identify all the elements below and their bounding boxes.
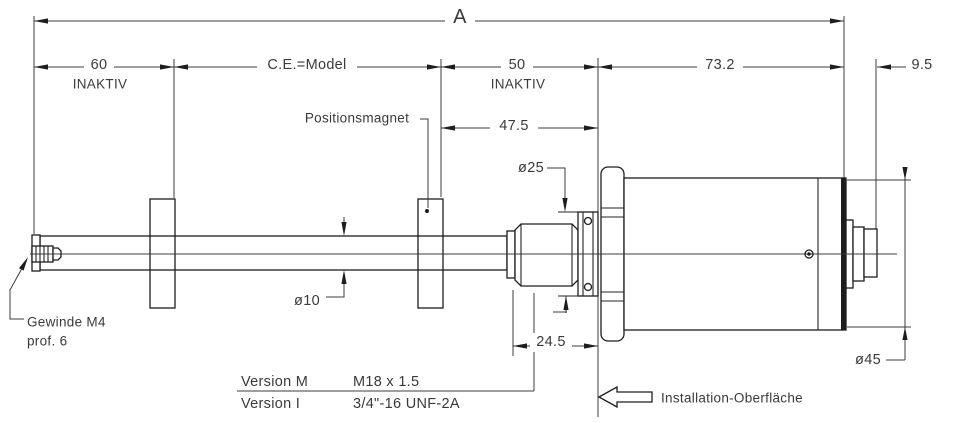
table-row-2-name: Version I	[241, 396, 300, 412]
hex-nut	[514, 223, 579, 287]
inactive-right-label: INAKTIV	[491, 77, 546, 92]
null-point-dot	[804, 249, 814, 259]
o-ring-top	[583, 216, 593, 226]
collar-diameter-dim: ø25	[518, 160, 544, 176]
sensor-rod	[39, 235, 508, 271]
dia45-leader	[886, 167, 908, 361]
inactive-right-dim: 50	[509, 57, 526, 73]
dimension-texts: A 60 INAKTIV C.E.=Model 50 INAKTIV 73.2 …	[73, 6, 933, 368]
inactive-left-dim: 60	[91, 57, 108, 73]
text-masks	[84, 6, 743, 352]
head-length-dim: 73.2	[705, 57, 734, 73]
front-thread-depth-label: prof. 6	[27, 334, 67, 349]
dimension-lines	[9, 18, 908, 409]
dia10-leader	[326, 217, 347, 298]
rod-diameter-dim: ø10	[294, 293, 320, 309]
mounting-surface-label: Installation-Oberfläche	[661, 391, 803, 406]
thread-version-table: Version M M18 x 1.5 Version I 3/4"-16 UN…	[241, 374, 460, 412]
magnet-to-surface-dim: 47.5	[499, 118, 528, 134]
table-row-1-name: Version M	[241, 374, 308, 390]
o-ring-bottom	[583, 282, 593, 292]
magnet-leader-dot	[425, 209, 429, 213]
overall-length-dim: A	[453, 6, 467, 28]
front-thread-label: Gewinde M4	[27, 315, 106, 330]
front-thread-leader	[9, 257, 28, 320]
position-magnet-label: Positionsmagnet	[305, 111, 409, 126]
table-row-1-value: M18 x 1.5	[353, 374, 419, 390]
inactive-left-label: INAKTIV	[73, 77, 128, 92]
stroke-range-dim: C.E.=Model	[267, 57, 346, 73]
connector-length-dim: 9.5	[911, 57, 932, 73]
extension-lines	[33, 16, 911, 417]
thread-to-surface-dim: 24.5	[536, 334, 565, 350]
annotation-texts: Positionsmagnet Gewinde M4 prof. 6 Insta…	[27, 111, 803, 406]
mounting-surface-arrow-icon	[597, 385, 653, 409]
sensor-body	[30, 166, 897, 342]
body-diameter-dim: ø45	[855, 352, 881, 368]
table-row-2-value: 3/4"-16 UNF-2A	[353, 396, 460, 412]
magnet-leader	[420, 118, 429, 208]
dia25-leader	[547, 167, 569, 313]
